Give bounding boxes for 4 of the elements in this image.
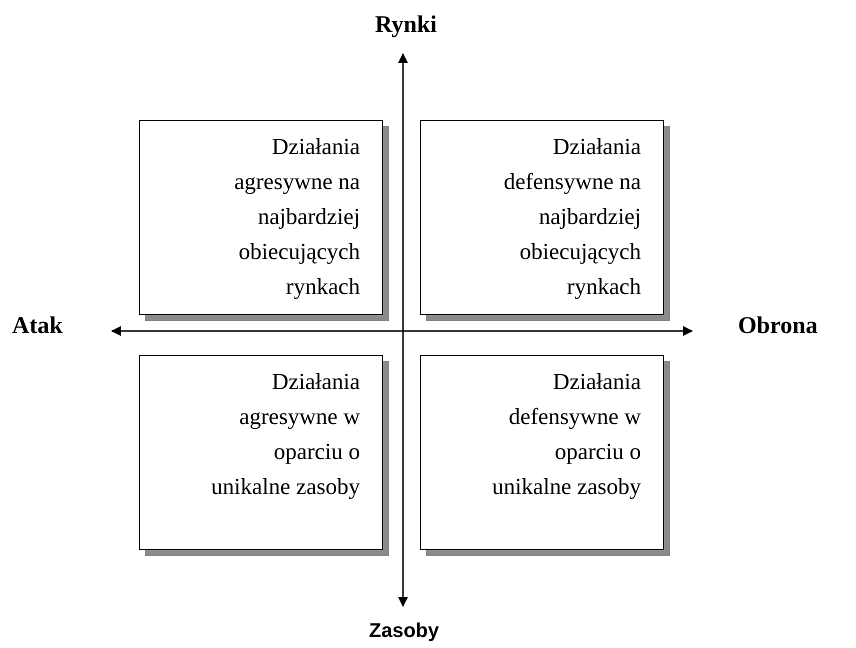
axis-label: Atak [12,313,63,340]
axis-label: Rynki [375,12,437,39]
axis-label: Zasoby [369,620,440,643]
axis-label: Obrona [738,313,818,340]
